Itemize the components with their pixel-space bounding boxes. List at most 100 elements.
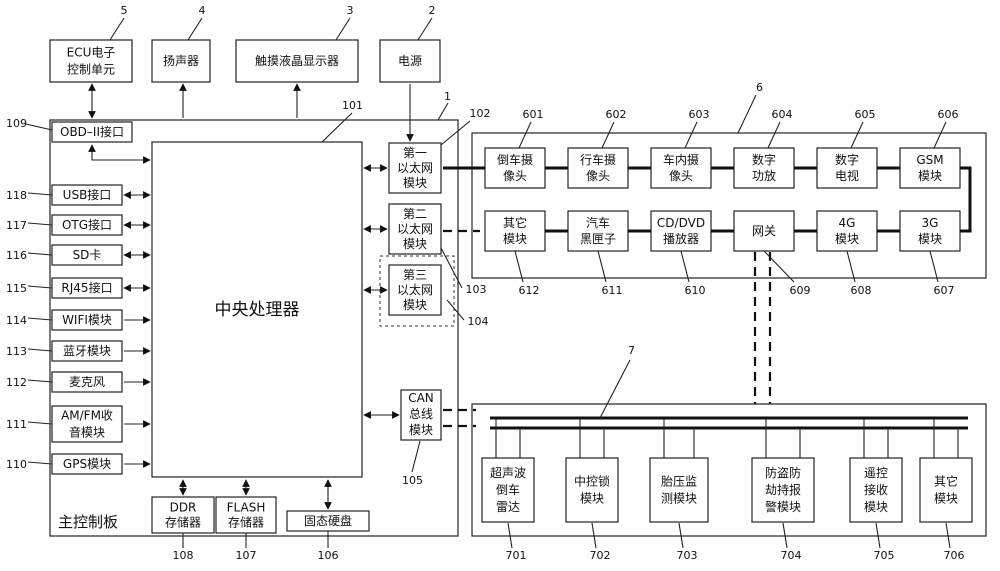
can-device-703-label: 胎压监 xyxy=(661,475,697,489)
can-device-701-label: 超声波 xyxy=(490,465,526,480)
top-device-0-label: ECU电子 xyxy=(67,46,116,60)
left-interface-4-label: WIFI模块 xyxy=(62,313,112,327)
ethernet-module-0-label: 模块 xyxy=(403,176,427,190)
left-interface-2-label: SD卡 xyxy=(73,248,102,262)
ethernet-device-609-label: 网关 xyxy=(752,224,776,238)
can-line-1: CAN xyxy=(408,391,434,405)
top-device-2-label: 触摸液晶显示器 xyxy=(255,53,339,68)
ethernet-module-1-label: 模块 xyxy=(403,237,427,251)
ethernet-device-number: 607 xyxy=(934,284,955,297)
ethernet-device-606: GSM 模块 606 xyxy=(899,108,961,189)
central-processor: 中央处理器 101 xyxy=(151,99,363,478)
ethernet-device-602-box xyxy=(567,147,629,189)
ethernet-network: 6 倒车摄像头601行车摄像头602车内摄像头603数字功放604数字电视605… xyxy=(471,81,987,297)
can-device-number: 706 xyxy=(944,549,965,562)
ethernet-device-609-box xyxy=(733,210,795,252)
can-device-703-box xyxy=(649,457,709,523)
can-device-702-label: 模块 xyxy=(580,492,604,506)
left-interfaces: USB接口118OTG接口117SD卡116RJ45接口115WIFI模块114… xyxy=(6,184,151,475)
ethernet-device-number: 603 xyxy=(689,108,710,121)
ethernet-device-611-box xyxy=(567,210,629,252)
can-device-705-label: 接收 xyxy=(864,482,888,497)
can-device-number: 705 xyxy=(874,549,895,562)
ethernet-device-number: 606 xyxy=(938,108,959,121)
memory-number: 108 xyxy=(173,549,194,562)
ethernet-module-2-label: 第三 xyxy=(403,268,427,282)
ethernet-module-2-box xyxy=(388,264,442,316)
top-device-2-box xyxy=(235,39,359,83)
top-device-1: 扬声器 4 xyxy=(151,4,211,118)
can-device-702-label: 中控锁 xyxy=(574,474,610,489)
left-interface-number: 117 xyxy=(6,219,27,232)
can-device-702-box xyxy=(565,457,619,523)
can-device-705-label: 遥控 xyxy=(864,466,888,480)
ethernet-device-number: 608 xyxy=(851,284,872,297)
ethernet-module-2-label: 模块 xyxy=(403,298,427,312)
ethernet-module-0-box xyxy=(388,142,442,194)
ethernet-device-601-label: 倒车摄 xyxy=(497,152,533,167)
ethernet-device-603-box xyxy=(650,147,712,189)
ethernet-device-602-label: 行车摄 xyxy=(580,152,616,167)
ethernet-device-608-label: 4G xyxy=(839,216,856,230)
can-device-701-label: 雷达 xyxy=(496,500,520,514)
main-board-label: 主控制板 xyxy=(58,513,118,531)
ethernet-device-603-label: 像头 xyxy=(669,169,693,183)
ring-segment xyxy=(960,166,972,233)
can-network: 7 超声波倒车雷达701中控锁模块702胎压监测模块703防盗防劫持报警模块70… xyxy=(471,344,987,562)
can-device-704-label: 警模块 xyxy=(765,499,801,514)
left-interface-0-label: USB接口 xyxy=(63,187,112,202)
can-line-2: 总线 xyxy=(409,407,433,421)
ethernet-device-number: 605 xyxy=(855,108,876,121)
ethernet-device-610-label: CD/DVD xyxy=(657,216,705,230)
ethernet-module-1-label: 第二 xyxy=(403,207,427,221)
network-links xyxy=(443,166,772,428)
top-device-1-label: 扬声器 xyxy=(163,53,199,68)
ethernet-device-604-label: 数字 xyxy=(752,152,776,167)
ethernet-module-number: 103 xyxy=(466,283,487,296)
ethernet-device-609: 网关 609 xyxy=(733,210,811,297)
left-interface-number: 110 xyxy=(6,458,27,471)
memory-0-label: 存储器 xyxy=(165,515,201,530)
can-device-701-label: 倒车 xyxy=(496,482,520,497)
top-device-number: 3 xyxy=(347,4,354,17)
can-device-704-label: 防盗防 xyxy=(765,465,801,480)
ethernet-device-605-label: 数字 xyxy=(835,152,859,167)
ethernet-device-number: 601 xyxy=(523,108,544,121)
ethernet-device-610-box xyxy=(650,210,712,252)
cpu-number: 101 xyxy=(342,99,363,112)
left-interface-3-label: RJ45接口 xyxy=(61,280,112,295)
ethernet-module-1-label: 以太网 xyxy=(397,221,433,236)
can-device-706-label: 模块 xyxy=(934,492,958,506)
ethernet-device-number: 609 xyxy=(790,284,811,297)
top-device-number: 5 xyxy=(121,4,128,17)
ethernet-device-606-label: 模块 xyxy=(918,169,942,183)
can-line-3: 模块 xyxy=(409,423,433,437)
memory-number: 106 xyxy=(318,549,339,562)
memory-1-box xyxy=(215,496,277,534)
top-device-3-label: 电源 xyxy=(398,54,422,68)
ethernet-device-611-label: 黑匣子 xyxy=(580,232,616,246)
ethernet-device-606-label: GSM xyxy=(916,153,943,167)
top-device-number: 4 xyxy=(199,4,206,17)
can-number: 105 xyxy=(402,474,423,487)
can-device-number: 704 xyxy=(781,549,802,562)
can-device-number: 703 xyxy=(677,549,698,562)
can-device-705-label: 模块 xyxy=(864,500,888,514)
